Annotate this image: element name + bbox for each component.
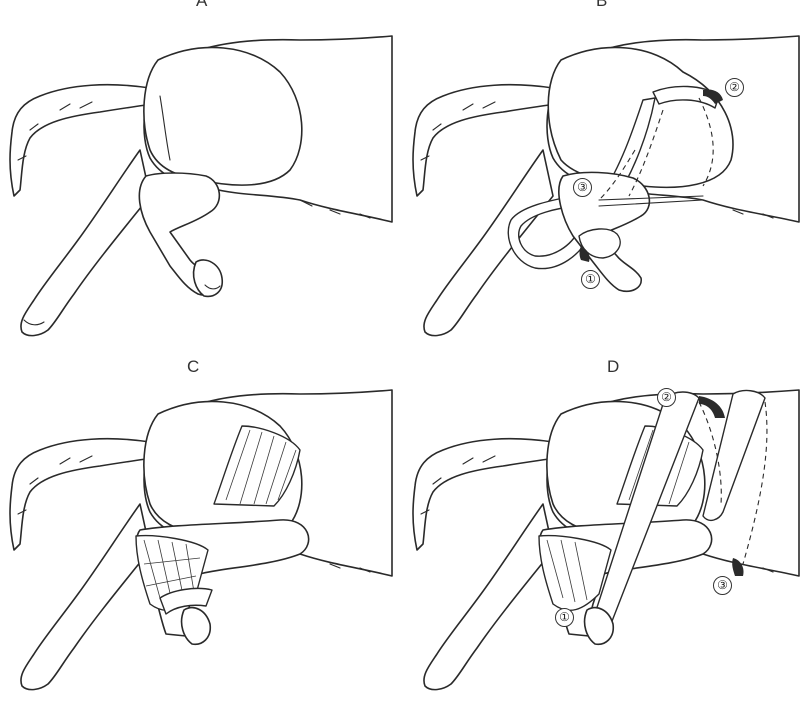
far-hind-leg (21, 504, 150, 690)
panel-a: A (0, 0, 400, 350)
panel-c-drawing (0, 354, 400, 708)
step-marker-1: ① (555, 608, 574, 627)
far-hind-leg (424, 504, 553, 690)
far-hind-leg (424, 150, 553, 336)
panel-d: D ② ① ③ (403, 354, 803, 708)
panel-d-drawing (403, 354, 803, 708)
step-marker-3: ③ (573, 178, 592, 197)
step-marker-1: ① (581, 270, 600, 289)
panel-b: B ② ③ ① (403, 0, 803, 350)
panel-b-drawing (403, 0, 803, 350)
step-marker-2: ② (657, 388, 676, 407)
panel-a-drawing (0, 0, 400, 350)
step-marker-2: ② (725, 78, 744, 97)
far-hind-leg (21, 150, 150, 336)
step-marker-3: ③ (713, 576, 732, 595)
panel-c: C (0, 354, 400, 708)
paw (182, 608, 211, 645)
